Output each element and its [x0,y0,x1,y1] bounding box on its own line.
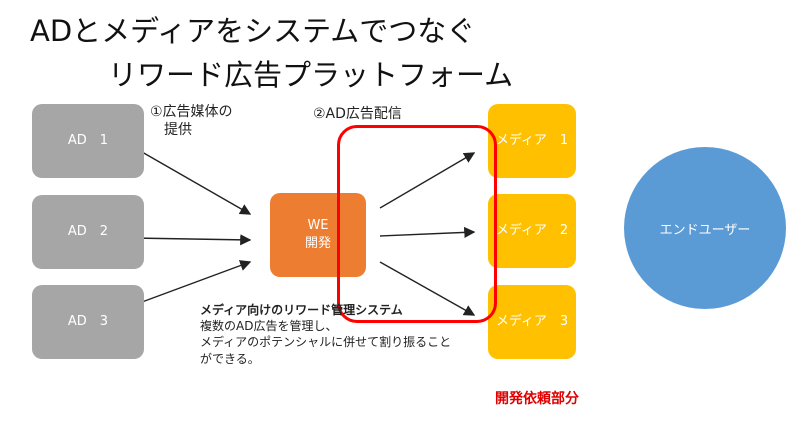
step1-label-line2: 提供 [164,122,192,139]
title-line-2: リワード広告プラットフォーム [108,58,514,92]
step1-label-line1: ①広告媒体の [150,104,233,120]
arrow-ad3-we [141,260,252,303]
title-line-1: ADとメディアをシステムでつなぐ [30,14,476,48]
arrow-we-media3 [379,261,476,316]
dev-request-label: 開発依頼部分 [495,391,579,407]
ad-box-3: AD 3 [32,285,144,359]
end-user-circle: エンドユーザー [624,147,786,309]
highlight-frame [337,125,497,323]
arrow-ad2-we [131,234,252,246]
media-box-2: メディア 2 [488,194,576,268]
we-line2: 開発 [304,236,331,251]
media-box-1-label: メディア 1 [495,133,569,149]
media-box-3-label: メディア 3 [495,314,569,330]
ad-box-1-label: AD 1 [67,133,109,149]
arrow-we-media1 [379,152,476,209]
note-line3: ができる。 [200,351,260,366]
note-line1: 複数のAD広告を管理し、 [200,319,338,334]
media-box-2-label: メディア 2 [495,223,569,239]
arrow-ad1-we [141,151,252,215]
ad-box-2: AD 2 [32,195,144,269]
we-line1: WE [307,218,329,234]
note-heading: メディア向けのリワード管理システム [200,303,403,317]
media-box-1: メディア 1 [488,104,576,178]
arrow-we-media2 [379,226,476,239]
system-note: メディア向けのリワード管理システム 複数のAD広告を管理し、 メディアのポテンシ… [200,302,451,367]
ad-box-3-label: AD 3 [67,314,109,330]
ad-box-2-label: AD 2 [67,224,109,240]
media-box-3: メディア 3 [488,285,576,359]
note-line2: メディアのポテンシャルに併せて割り振ること [200,335,452,350]
ad-box-1: AD 1 [32,104,144,178]
end-user-label: エンドユーザー [659,222,751,238]
step2-label: ②AD広告配信 [313,106,402,122]
step1-label: ①広告媒体の 提供 [150,103,233,139]
we-dev-box: WE 開発 [270,193,366,277]
